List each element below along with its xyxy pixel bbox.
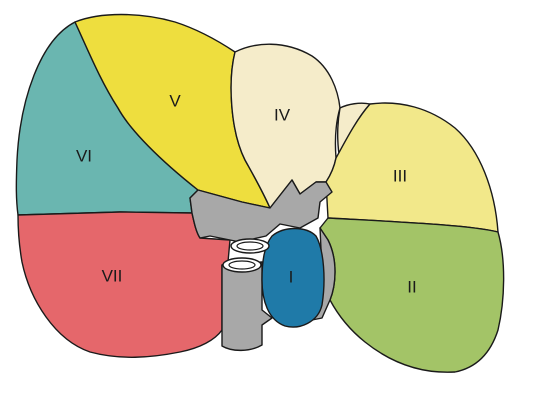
label-vi: VI [76, 146, 92, 165]
segment-i [261, 227, 325, 328]
label-i: I [289, 267, 294, 286]
vessel-opening-upper-inner [236, 241, 264, 251]
label-iv: IV [274, 105, 291, 124]
label-vii: VII [102, 266, 123, 285]
label-v: V [169, 91, 181, 110]
vessel-opening-lower-inner [228, 260, 256, 270]
inferior-vena-cava [221, 261, 273, 352]
hepatic-vein-confluence [189, 179, 333, 243]
label-ii: II [407, 277, 416, 296]
label-iii: III [393, 166, 407, 185]
